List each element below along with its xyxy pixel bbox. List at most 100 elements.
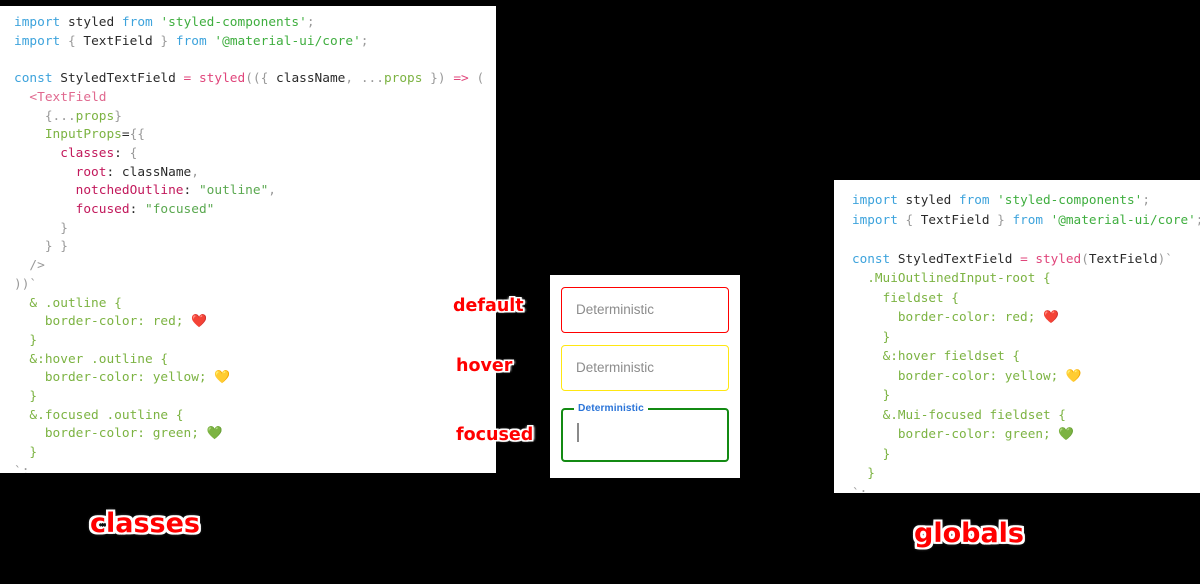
code-token [14, 389, 29, 404]
annotation-hover: hover [456, 356, 513, 376]
code-token: (( [245, 71, 261, 87]
code-token: .MuiOutlinedInput-root { [867, 270, 1051, 285]
code-line: /> [14, 257, 496, 276]
code-token [14, 202, 76, 217]
annotation-default: default [453, 296, 524, 316]
code-token [14, 183, 76, 198]
code-panel-classes: import styled from 'styled-components';i… [0, 6, 496, 473]
code-line: } [14, 388, 496, 407]
code-token: , [345, 71, 354, 87]
code-line: {...props} [14, 108, 496, 127]
code-token: TextField [37, 89, 107, 105]
code-token: ; [859, 484, 868, 494]
code-token: } [882, 387, 891, 402]
textfield-demo-panel: Deterministic Deterministic Deterministi… [550, 275, 740, 478]
code-token [14, 221, 60, 236]
code-token: import [14, 33, 61, 49]
code-token: ❤️ [1042, 309, 1059, 324]
code-token [14, 146, 60, 161]
code-token [60, 15, 68, 30]
code-token [14, 445, 29, 460]
code-token: ; [1142, 192, 1150, 207]
code-token: & .outline { [29, 295, 122, 311]
code-token: 💛 [214, 370, 231, 386]
code-token: className [276, 71, 346, 87]
code-token [137, 202, 145, 217]
code-token: from [121, 15, 153, 30]
code-token: styled [1035, 250, 1082, 266]
code-line: } [852, 444, 1200, 464]
code-line: } [852, 327, 1200, 347]
code-token: focused [75, 202, 130, 218]
caption-globals: globals [914, 518, 1025, 549]
code-token: styled [67, 15, 115, 30]
code-token: ; [360, 33, 369, 49]
code-token [191, 71, 199, 86]
code-token: { [44, 108, 53, 124]
code-token: from [1012, 211, 1043, 227]
code-token: notchedOutline [75, 183, 184, 199]
code-token: '@material-ui/core' [214, 33, 361, 49]
code-token: ) [1157, 250, 1166, 266]
code-token: , [268, 183, 277, 199]
textfield-hover[interactable]: Deterministic [561, 345, 729, 391]
code-token: "focused" [145, 202, 215, 218]
code-token [14, 165, 76, 180]
code-token: from [175, 33, 207, 49]
code-token: &.focused .outline { [29, 407, 184, 423]
code-token: /> [29, 258, 45, 274]
code-token [14, 408, 29, 423]
code-token: ( [476, 71, 485, 87]
code-token: } [160, 33, 169, 49]
code-token: "outline" [198, 183, 269, 199]
code-token [852, 368, 898, 383]
code-token: from [958, 192, 990, 207]
code-token: className [121, 164, 192, 180]
code-token: } [997, 211, 1005, 227]
code-token: TextField [75, 33, 161, 49]
code-block-globals: import styled from 'styled-components';i… [852, 190, 1200, 493]
code-line: &.focused .outline { [14, 407, 496, 426]
code-token: ; [1196, 212, 1200, 227]
code-line: root: className, [14, 164, 496, 183]
code-token: const [852, 250, 891, 266]
code-line [852, 229, 1200, 249]
code-token: ; [21, 463, 30, 473]
code-line: border-color: yellow; 💛 [852, 366, 1200, 386]
code-token [852, 290, 883, 305]
code-line: const StyledTextField = styled(({ classN… [14, 70, 496, 89]
code-token: { [67, 33, 76, 49]
code-token: ... [52, 108, 76, 124]
code-token [852, 348, 883, 363]
code-line: `; [852, 483, 1200, 494]
code-line: } } [14, 238, 496, 257]
code-token: {{ [129, 127, 146, 143]
code-token [852, 329, 883, 344]
code-line: & .outline { [14, 295, 496, 314]
code-token: import [14, 15, 61, 30]
code-token: border-color: yellow; [44, 370, 215, 386]
code-token: { [129, 145, 138, 161]
code-token: props [383, 71, 423, 87]
code-token: styled [198, 71, 246, 87]
code-line: focused: "focused" [14, 201, 496, 220]
code-line: &:hover .outline { [14, 351, 496, 370]
code-token: 'styled-components' [997, 192, 1143, 207]
code-token: import [852, 211, 898, 227]
textfield-default[interactable]: Deterministic [561, 287, 729, 333]
code-token [114, 165, 122, 180]
code-line: } [852, 463, 1200, 483]
code-token: &:hover .outline { [29, 351, 169, 367]
code-token: = [121, 127, 130, 143]
code-line: border-color: red; ❤️ [852, 307, 1200, 327]
code-token [14, 426, 45, 441]
textfield-focused[interactable]: Deterministic [561, 403, 729, 462]
annotation-focused: focused [456, 425, 534, 445]
caption-classes: classes [90, 508, 201, 539]
textfield-default-value: Deterministic [576, 302, 655, 317]
code-token: , [191, 164, 199, 180]
code-token: { [905, 211, 914, 227]
code-token: ` [29, 276, 38, 292]
code-token [14, 333, 29, 348]
code-token [1043, 212, 1051, 227]
